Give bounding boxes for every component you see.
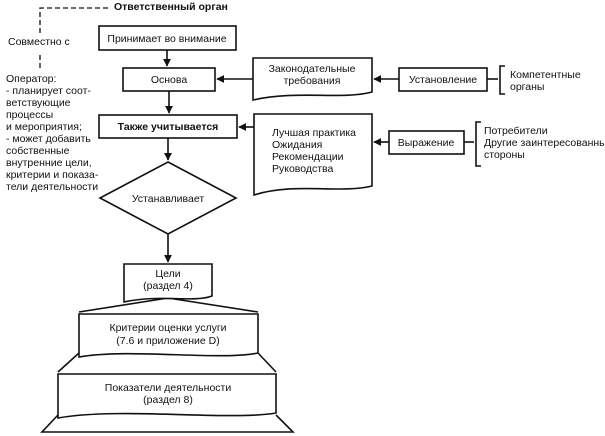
expression-label: Выражение (398, 137, 455, 149)
pyramid-edge-right-1 (167, 297, 259, 313)
responsible-body-label: Ответственный орган (114, 1, 228, 13)
pyramid-edge-right-2 (257, 352, 277, 373)
practices-document (253, 113, 373, 197)
pyramid-base (40, 414, 295, 433)
operator-line: тели деятельности (6, 181, 98, 193)
operator-line: процессы (6, 109, 53, 121)
criteria-document (78, 313, 259, 358)
dashed-connector-top (39, 7, 108, 33)
jointly-label: Совместно с (8, 36, 70, 48)
legal-requirements-document (252, 57, 373, 102)
operator-line: Оператор: (6, 73, 56, 85)
practices-line: Ожидания (272, 139, 322, 151)
operator-line: внутренние цели, (6, 157, 92, 169)
competent-bodies-line: органы (510, 81, 544, 93)
pyramid-edge-left-1 (78, 297, 169, 313)
indicators-document (57, 373, 277, 419)
criteria-line: (7.6 и приложение D) (116, 335, 220, 347)
takes-into-account-label: Принимает во внимание (107, 33, 226, 45)
operator-line: и мероприятия; (6, 121, 82, 133)
goals-line: Цели (155, 268, 180, 280)
criteria-line: Критерии оценки услуги (109, 322, 226, 334)
practices-line: Руководства (272, 163, 334, 175)
legal-requirements-line: Законодательные (269, 63, 356, 75)
operator-line: собственные (6, 145, 70, 157)
goals-document (123, 263, 213, 303)
pyramid-edge-left-2 (57, 352, 80, 373)
legal-requirements-line: требования (284, 75, 341, 87)
operator-line: критерии и показа- (6, 169, 99, 181)
practices-line: Рекомендации (272, 151, 344, 163)
stakeholders-line: Потребители (484, 125, 548, 137)
indicators-line: (раздел 8) (143, 394, 193, 406)
indicators-line: Показатели деятельности (105, 382, 232, 394)
bracket-stakeholders (475, 121, 481, 167)
basis-label: Основа (151, 74, 188, 86)
establishment-label: Установление (409, 74, 477, 86)
practices-line: Лучшая практика (272, 127, 356, 139)
goals-line: (раздел 4) (143, 280, 193, 292)
also-considers-label: Также учитывается (118, 121, 219, 133)
operator-line: ветствующие (6, 97, 71, 109)
establishes-label: Устанавливает (132, 193, 205, 205)
operator-line: - планирует соот- (6, 85, 91, 97)
operator-note: Оператор: - планирует соот- ветствующие … (6, 73, 99, 193)
bracket-competent (499, 65, 505, 95)
competent-bodies-line: Компетентные (510, 69, 581, 81)
operator-line: - может добавить (6, 133, 91, 145)
stakeholders-line: стороны (484, 149, 525, 161)
takes-into-account-box (98, 25, 237, 51)
stakeholders-line: Другие заинтересованные (484, 137, 605, 149)
